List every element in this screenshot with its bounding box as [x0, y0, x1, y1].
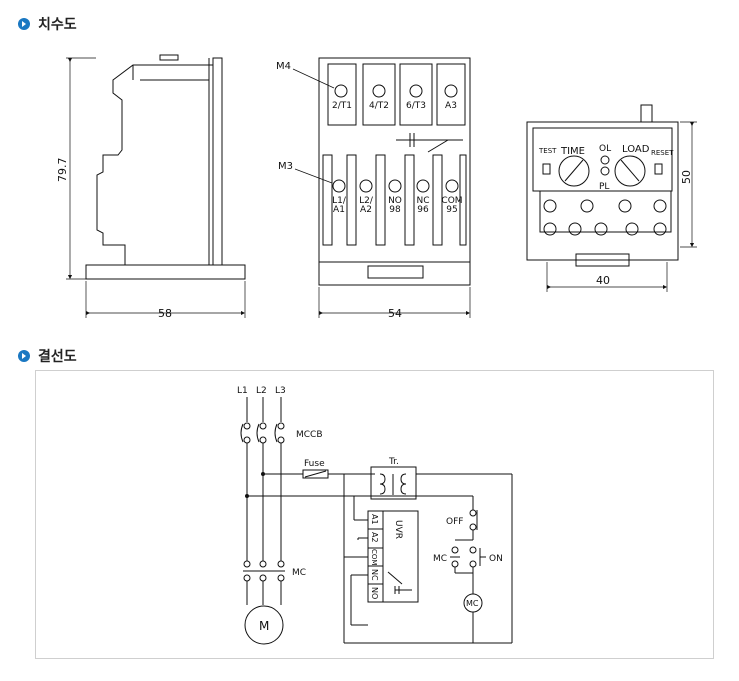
- bullet-icon: [18, 350, 30, 362]
- panel-pl-label: PL: [599, 182, 609, 192]
- panel-height-label: 50: [680, 170, 693, 184]
- screw-m4-label: M4: [276, 61, 291, 72]
- uvr-terminal-com: COM: [370, 549, 378, 565]
- terminal-a2: A2: [360, 205, 372, 215]
- mccb-label: MCCB: [296, 430, 323, 440]
- panel-ol-label: OL: [599, 144, 611, 154]
- uvr-terminal-a1: A1: [370, 514, 379, 525]
- bullet-icon: [18, 18, 30, 30]
- terminal-com: COM: [441, 196, 462, 206]
- fuse-label: Fuse: [304, 459, 325, 469]
- terminal-no: NO: [388, 196, 402, 206]
- panel-reset-label: RESET: [651, 149, 674, 157]
- line-l1-label: L1: [237, 386, 248, 396]
- dimension-title-text: 치수도: [38, 17, 77, 33]
- bottom-terminal-labels: L1/ A1 L2/ A2 NO 98 NC 96 COM 95: [332, 196, 462, 215]
- wiring-diagram-frame: [35, 370, 714, 659]
- uvr-terminal-a2: A2: [370, 532, 379, 543]
- mc-aux-label: MC: [433, 554, 447, 564]
- panel-view: [526, 104, 697, 292]
- terminal-a1: A1: [333, 205, 345, 215]
- terminal-96: 96: [417, 205, 429, 215]
- side-view: [66, 54, 246, 318]
- line-l2-label: L2: [256, 386, 267, 396]
- terminal-2t1: 2/T1: [332, 101, 352, 111]
- terminal-4t2: 4/T2: [369, 101, 389, 111]
- terminal-6t3: 6/T3: [406, 101, 426, 111]
- panel-load-label: LOAD: [622, 144, 650, 155]
- mc-contact-label: MC: [292, 568, 306, 578]
- wiring-labels: L1 L2 L3 MCCB Fuse Tr. OFF ON MC MC MC M…: [237, 386, 503, 633]
- panel-time-label: TIME: [560, 146, 585, 157]
- terminal-95: 95: [446, 205, 457, 215]
- panel-width-label: 40: [596, 274, 610, 287]
- terminal-l2: L2/: [359, 196, 374, 206]
- screw-m3-label: M3: [278, 161, 293, 172]
- transformer-label: Tr.: [388, 457, 399, 467]
- wiring-lines: [240, 397, 513, 645]
- top-terminal-labels: 2/T1 4/T2 6/T3 A3: [332, 101, 457, 111]
- uvr-terminal-no: NO: [370, 587, 379, 599]
- mc-coil-label: MC: [466, 599, 479, 608]
- wiring-section-title: 결선도: [18, 346, 77, 366]
- panel-test-label: TEST: [538, 147, 557, 155]
- on-label: ON: [489, 554, 503, 564]
- line-l3-label: L3: [275, 386, 286, 396]
- front-view: [292, 57, 471, 318]
- terminal-98: 98: [389, 205, 401, 215]
- terminal-nc: NC: [416, 196, 429, 206]
- terminal-l1: L1/: [332, 196, 347, 206]
- side-height-label: 79.7: [56, 158, 69, 183]
- wiring-title-text: 결선도: [38, 349, 77, 365]
- motor-label: M: [259, 619, 269, 633]
- terminal-a3: A3: [445, 101, 457, 111]
- uvr-label: UVR: [393, 520, 403, 539]
- off-label: OFF: [446, 517, 463, 527]
- dimension-section-title: 치수도: [18, 14, 77, 34]
- front-width-label: 54: [388, 307, 402, 320]
- uvr-terminal-nc: NC: [370, 569, 379, 581]
- side-width-label: 58: [158, 307, 172, 320]
